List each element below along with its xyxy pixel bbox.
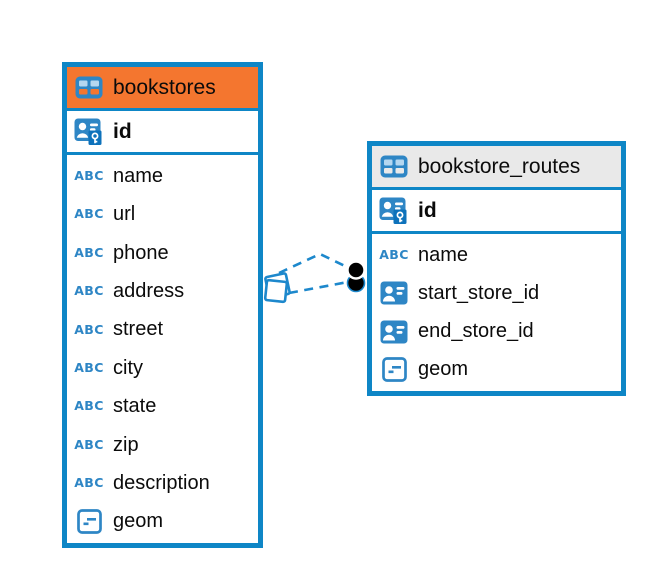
abc-icon: ABC bbox=[74, 475, 104, 491]
column-label: id bbox=[113, 119, 132, 143]
table-title: bookstores bbox=[113, 75, 216, 99]
column-row-url[interactable]: ABC url bbox=[67, 195, 258, 233]
column-row-end_store_id[interactable]: end_store_id bbox=[372, 313, 621, 351]
column-label: street bbox=[113, 318, 164, 341]
column-row-state[interactable]: ABC state bbox=[67, 387, 258, 425]
column-label: id bbox=[418, 198, 437, 222]
column-row-phone[interactable]: ABC phone bbox=[67, 234, 258, 272]
column-label: geom bbox=[418, 358, 469, 381]
column-row-city[interactable]: ABC city bbox=[67, 349, 258, 387]
column-label: address bbox=[113, 279, 185, 302]
table-columns: ABC name start_store_id end_store_id geom bbox=[372, 234, 621, 391]
abc-icon: ABC bbox=[74, 321, 104, 337]
column-label: zip bbox=[113, 433, 139, 456]
table-title: bookstore_routes bbox=[418, 154, 581, 178]
column-label: geom bbox=[113, 510, 164, 533]
relationship-end-dot-upper[interactable] bbox=[346, 260, 366, 280]
abc-icon: ABC bbox=[379, 246, 409, 262]
table-icon bbox=[74, 76, 104, 99]
column-label: state bbox=[113, 395, 157, 418]
column-label: url bbox=[113, 203, 136, 226]
relationship-source-marker[interactable] bbox=[263, 272, 291, 304]
column-row-geom[interactable]: geom bbox=[67, 503, 258, 541]
column-row-description[interactable]: ABC description bbox=[67, 464, 258, 502]
column-label: name bbox=[113, 164, 164, 187]
table-header[interactable]: bookstore_routes bbox=[372, 146, 621, 190]
column-row-id[interactable]: id bbox=[372, 190, 621, 234]
relationship-line-upper[interactable] bbox=[278, 252, 350, 275]
table-header[interactable]: bookstores bbox=[67, 67, 258, 111]
column-label: description bbox=[113, 471, 210, 494]
person-badge-icon bbox=[379, 320, 409, 344]
table-icon bbox=[379, 155, 409, 178]
column-row-geom[interactable]: geom bbox=[372, 351, 621, 389]
abc-icon: ABC bbox=[74, 436, 104, 452]
column-label: name bbox=[418, 243, 469, 266]
column-row-address[interactable]: ABC address bbox=[67, 272, 258, 310]
column-row-id[interactable]: id bbox=[67, 111, 258, 155]
geometry-icon bbox=[74, 509, 104, 535]
person-key-icon bbox=[379, 197, 409, 225]
geometry-icon bbox=[379, 357, 409, 383]
column-label: phone bbox=[113, 241, 169, 264]
person-key-icon bbox=[74, 118, 104, 146]
abc-icon: ABC bbox=[74, 283, 104, 299]
abc-icon: ABC bbox=[74, 167, 104, 183]
table-bookstore-routes[interactable]: bookstore_routes id ABC name start_store_… bbox=[367, 141, 626, 396]
column-label: end_store_id bbox=[418, 320, 534, 343]
column-label: start_store_id bbox=[418, 281, 540, 304]
relationship-line-lower[interactable] bbox=[288, 280, 349, 295]
column-row-street[interactable]: ABC street bbox=[67, 311, 258, 349]
abc-icon: ABC bbox=[74, 359, 104, 375]
person-badge-icon bbox=[379, 281, 409, 305]
column-label: city bbox=[113, 356, 143, 379]
column-row-start_store_id[interactable]: start_store_id bbox=[372, 274, 621, 312]
abc-icon: ABC bbox=[74, 206, 104, 222]
column-row-zip[interactable]: ABC zip bbox=[67, 426, 258, 464]
column-row-name[interactable]: ABC name bbox=[372, 236, 621, 274]
column-row-name[interactable]: ABC name bbox=[67, 157, 258, 195]
abc-icon: ABC bbox=[74, 398, 104, 414]
abc-icon: ABC bbox=[74, 244, 104, 260]
